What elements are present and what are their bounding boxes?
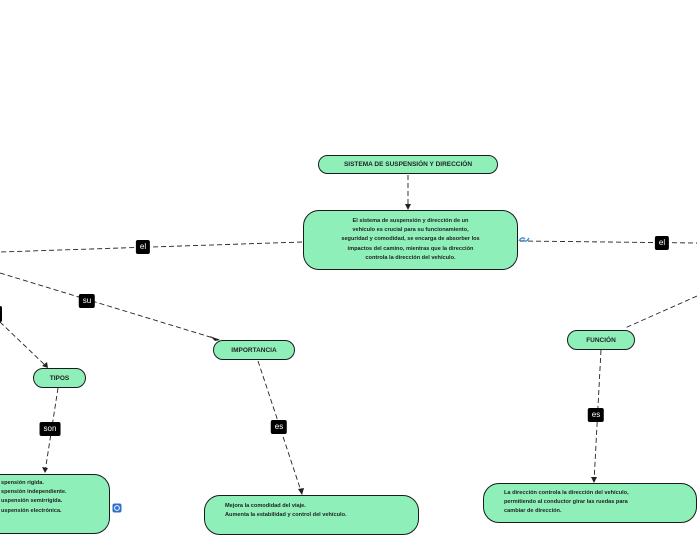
- edge-left-to-tipos: [0, 321, 48, 368]
- connector-el-right[interactable]: el: [654, 236, 670, 250]
- edge-importancia-to-list: [257, 360, 303, 495]
- description-text: El sistema de suspensión y dirección de …: [341, 217, 480, 261]
- importancia-label: IMPORTANCIA: [231, 346, 277, 354]
- connector-es-importancia[interactable]: es: [270, 420, 288, 434]
- edge-description-to-left: [0, 241, 303, 253]
- arrowhead: [405, 204, 411, 210]
- arrowhead: [42, 467, 48, 473]
- funcion-text: La dirección controla la dirección del v…: [504, 490, 629, 515]
- funcion-node[interactable]: FUNCIÓN: [567, 330, 635, 350]
- importancia-node[interactable]: IMPORTANCIA: [213, 340, 295, 360]
- connector-son[interactable]: son: [39, 422, 61, 436]
- connector-el-left[interactable]: el: [135, 240, 151, 254]
- tipos-list-text: spensión rígida. spensión independiente.…: [1, 480, 67, 514]
- description-node[interactable]: El sistema de suspensión y dirección de …: [303, 210, 518, 270]
- main-title-label: SISTEMA DE SUSPENSIÓN Y DIRECCIÓN: [343, 161, 473, 168]
- connector-es-funcion[interactable]: es: [587, 408, 605, 422]
- arrowhead: [210, 336, 220, 341]
- info-badge-icon[interactable]: [112, 503, 122, 513]
- edge-left-to-importancia: [0, 272, 221, 341]
- edge-right-to-funcion: [624, 295, 697, 329]
- arrowhead: [42, 362, 48, 368]
- left-offscreen-connector[interactable]: [0, 306, 2, 322]
- main-title-node[interactable]: SISTEMA DE SUSPENSIÓN Y DIRECCIÓN: [318, 155, 498, 174]
- edge-description-to-right: [519, 240, 697, 244]
- importancia-list-text: Mejora la comodidad del viaje. Aumenta l…: [225, 503, 347, 519]
- arrowhead: [591, 477, 597, 483]
- connector-su[interactable]: su: [78, 294, 96, 308]
- importancia-list-node[interactable]: Mejora la comodidad del viaje. Aumenta l…: [204, 495, 419, 535]
- funcion-label: FUNCIÓN: [586, 336, 616, 344]
- tipos-label: TIPOS: [49, 374, 70, 382]
- tipos-list-node[interactable]: spensión rígida. spensión independiente.…: [0, 474, 110, 534]
- tipos-node[interactable]: TIPOS: [33, 368, 86, 388]
- link-icon[interactable]: [518, 235, 530, 244]
- funcion-text-node[interactable]: La dirección controla la dirección del v…: [483, 483, 697, 523]
- arrowhead: [298, 488, 304, 495]
